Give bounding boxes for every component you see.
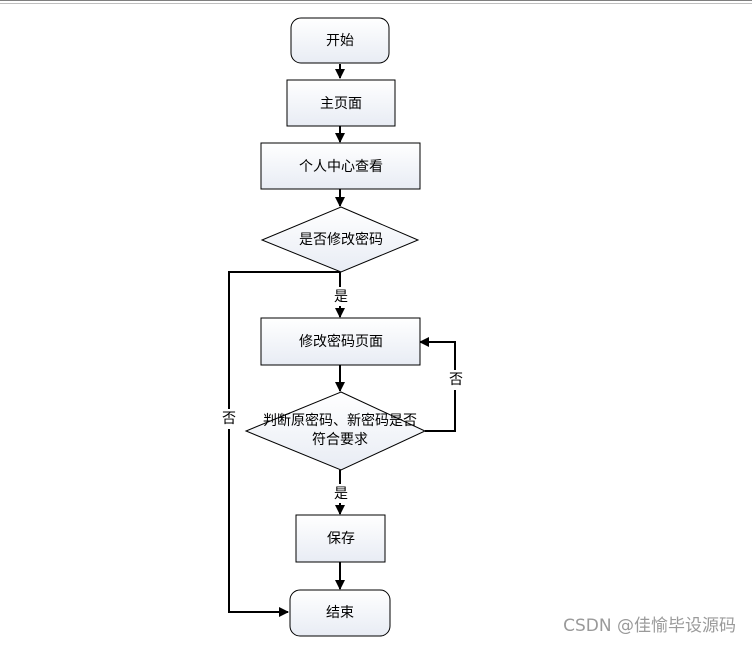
end-node-shape <box>289 589 391 637</box>
decision-check-password-shape <box>244 391 427 471</box>
save-node: 保存 <box>295 514 386 563</box>
save-node-label: 保存 <box>327 531 355 547</box>
start-node-shape <box>290 17 390 64</box>
change-password-page-label: 修改密码页面 <box>299 333 383 350</box>
edge-label-no-1-bg <box>220 409 239 429</box>
change-password-page-shape <box>260 317 421 366</box>
profile-node-label: 个人中心查看 <box>299 159 383 175</box>
window-top-border-inner <box>0 3 752 4</box>
home-node: 主页面 <box>286 79 396 127</box>
home-node-shape <box>286 79 396 127</box>
home-node-label: 主页面 <box>320 96 362 112</box>
edge-label-yes-2-bg <box>331 484 350 503</box>
edge-label-yes-1: 是 <box>334 289 348 305</box>
profile-node: 个人中心查看 <box>260 142 421 190</box>
start-node: 开始 <box>290 17 390 64</box>
end-node: 结束 <box>289 589 391 637</box>
profile-node-shape <box>260 142 421 190</box>
decision-check-password-label-line1: 判断原密码、新密码是否 <box>263 412 417 429</box>
edge-label-yes-2: 是 <box>334 486 348 502</box>
decision-check-password: 判断原密码、新密码是否 符合要求 <box>244 391 427 471</box>
decision-change-password-shape <box>260 206 420 273</box>
decision-change-password-label: 是否修改密码 <box>299 231 383 248</box>
decision-change-password: 是否修改密码 <box>260 206 420 273</box>
start-node-label: 开始 <box>326 33 354 49</box>
edge-label-no-2-bg <box>446 370 465 390</box>
edge-label-no-1: 否 <box>222 411 236 427</box>
save-node-shape <box>295 514 386 563</box>
edge-label-no-2: 否 <box>449 372 463 388</box>
end-node-label: 结束 <box>326 605 354 621</box>
watermark: CSDN @佳愉毕设源码 <box>563 616 736 636</box>
window-top-border <box>0 0 752 1</box>
edge-label-yes-1-bg <box>331 287 350 306</box>
edge-decision-no <box>228 271 340 617</box>
change-password-page-node: 修改密码页面 <box>260 317 421 366</box>
decision-check-password-label-line2: 符合要求 <box>312 432 368 448</box>
